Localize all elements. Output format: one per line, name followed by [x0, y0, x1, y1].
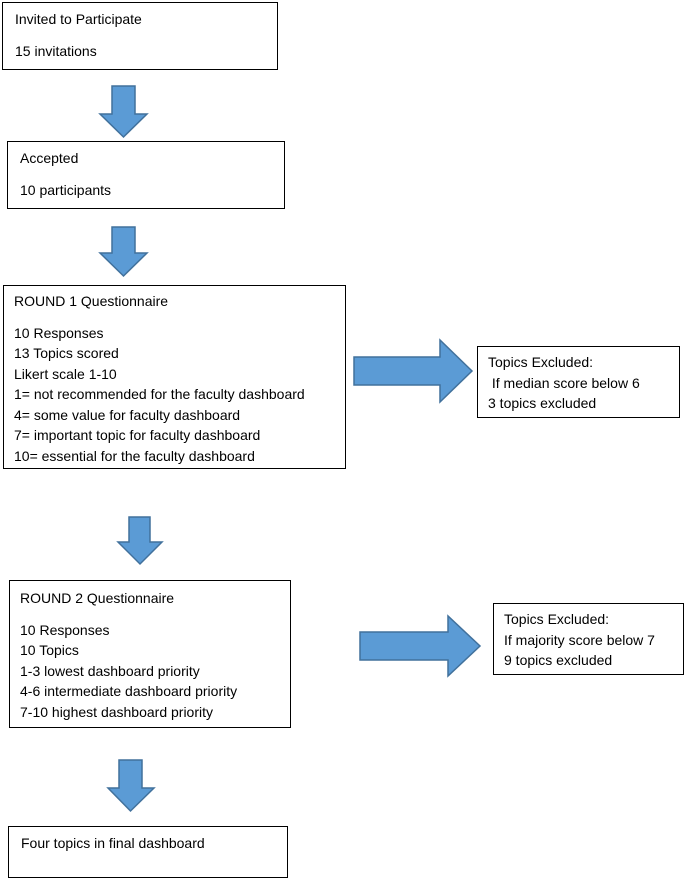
round2-line: 10 Topics — [20, 642, 79, 658]
excluded2-box: Topics Excluded: If majority score below… — [493, 603, 684, 675]
round1-line: Likert scale 1-10 — [14, 365, 117, 382]
round1-line: 10 Responses — [14, 324, 104, 341]
excluded1-title: Topics Excluded: — [488, 354, 594, 370]
down-arrow-1 — [98, 85, 149, 139]
final-box: Four topics in final dashboard — [8, 826, 288, 878]
round2-line: 10 Responses — [20, 621, 110, 638]
right-arrow-2 — [359, 614, 482, 678]
excluded2-title: Topics Excluded: — [504, 611, 610, 627]
accepted-title: Accepted — [20, 150, 79, 166]
accepted-box: Accepted 10 participants — [7, 141, 285, 209]
round1-title: ROUND 1 Questionnaire — [14, 293, 169, 309]
round2-box: ROUND 2 Questionnaire 10 Responses 10 To… — [9, 580, 291, 728]
round2-line: 1-3 lowest dashboard priority — [20, 662, 200, 679]
round1-line: 7= important topic for faculty dashboard — [14, 427, 261, 443]
down-arrow-4 — [106, 759, 156, 813]
excluded2-line: 9 topics excluded — [504, 652, 613, 668]
round2-title: ROUND 2 Questionnaire — [20, 590, 175, 606]
round1-line: 1= not recommended for the faculty dashb… — [14, 386, 305, 402]
excluded1-line: If median score below 6 — [488, 374, 640, 391]
excluded1-line: 3 topics excluded — [488, 395, 597, 411]
down-arrow-3 — [116, 516, 164, 566]
round1-line: 4= some value for faculty dashboard — [14, 406, 241, 423]
accepted-detail: 10 participants — [20, 181, 112, 198]
round1-box: ROUND 1 Questionnaire 10 Responses 13 To… — [3, 285, 346, 469]
right-arrow-1 — [353, 338, 474, 404]
excluded2-line: If majority score below 7 — [504, 631, 655, 648]
round1-line: 13 Topics scored — [14, 345, 119, 361]
round2-line: 7-10 highest dashboard priority — [20, 703, 214, 720]
excluded1-box: Topics Excluded: If median score below 6… — [477, 346, 680, 418]
round2-line: 4-6 intermediate dashboard priority — [20, 683, 238, 699]
invited-detail: 15 invitations — [15, 42, 97, 59]
round1-line: 10= essential for the faculty dashboard — [14, 447, 255, 464]
invited-box: Invited to Participate 15 invitations — [2, 2, 278, 70]
invited-title: Invited to Participate — [15, 11, 142, 27]
final-title: Four topics in final dashboard — [21, 835, 205, 851]
down-arrow-2 — [98, 226, 149, 278]
